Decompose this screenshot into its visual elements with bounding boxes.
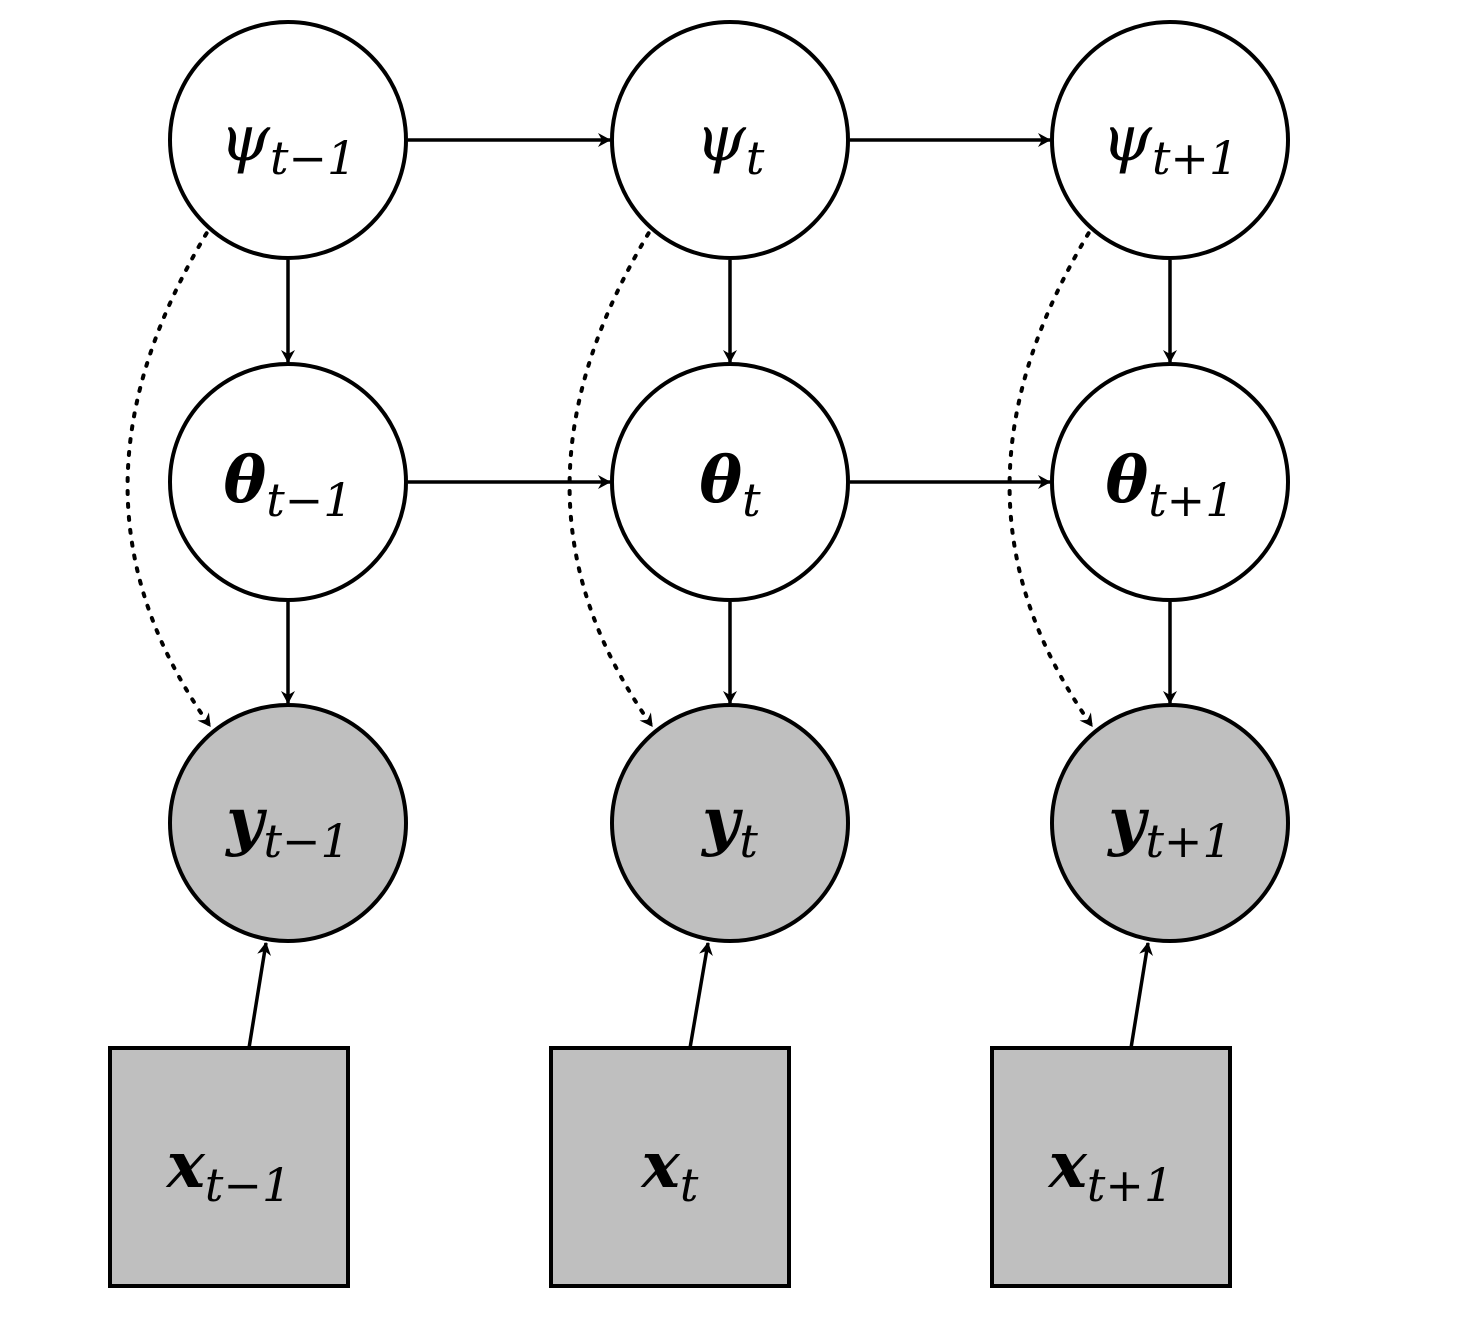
- dotted-edge-psi_tm1-to-y_tm1: [125, 231, 213, 729]
- node-label-y_t: yt: [700, 784, 758, 868]
- node-label-psi_tp1: ψt+1: [1102, 102, 1238, 185]
- node-label-x_t: xt: [640, 1128, 699, 1212]
- node-symbol-theta_tp1: θ: [1106, 443, 1149, 518]
- node-symbol-psi_tp1: ψ: [1102, 102, 1153, 176]
- dotted-edge-psi_t-to-y_t: [567, 231, 655, 729]
- node-circle-theta_t: [610, 362, 850, 602]
- node-circle-y_tm1: [168, 703, 408, 943]
- node-subscript-x_t: t: [680, 1158, 699, 1212]
- node-label-psi_tm1: ψt−1: [220, 102, 356, 185]
- node-square-x_tm1: [108, 1046, 350, 1288]
- node-subscript-y_t: t: [739, 814, 758, 868]
- node-label-theta_tm1: θt−1: [224, 443, 353, 527]
- node-y_tp1: yt+1: [1050, 703, 1290, 943]
- node-subscript-y_tp1: t+1: [1145, 814, 1231, 868]
- node-subscript-psi_tm1: t−1: [270, 131, 356, 185]
- node-theta_tp1: θt+1: [1050, 362, 1290, 602]
- node-label-theta_t: θt: [699, 443, 761, 527]
- node-circle-psi_tp1: [1050, 20, 1290, 260]
- node-symbol-psi_tm1: ψ: [220, 102, 271, 176]
- node-symbol-y_tp1: y: [1106, 784, 1149, 859]
- node-circle-psi_tm1: [168, 20, 408, 260]
- node-subscript-theta_t: t: [742, 473, 761, 527]
- edge-x_t-to-y_t: [688, 942, 713, 1049]
- node-subscript-theta_tm1: t−1: [266, 473, 352, 527]
- node-circle-theta_tm1: [168, 362, 408, 602]
- node-label-x_tp1: xt+1: [1047, 1128, 1173, 1212]
- node-symbol-x_tp1: x: [1047, 1128, 1088, 1203]
- node-symbol-y_tm1: y: [224, 784, 267, 859]
- node-psi_tp1: ψt+1: [1050, 20, 1290, 260]
- edge-x_tp1-to-y_tp1: [1129, 942, 1153, 1049]
- node-symbol-y_t: y: [700, 784, 743, 859]
- node-circle-theta_tp1: [1050, 362, 1290, 602]
- node-y_tm1: yt−1: [168, 703, 408, 943]
- node-label-x_tm1: xt−1: [165, 1128, 291, 1212]
- node-subscript-x_tp1: t+1: [1087, 1158, 1173, 1212]
- node-x_tm1: xt−1: [108, 1046, 350, 1288]
- node-theta_t: θt: [610, 362, 850, 602]
- node-square-x_tp1: [990, 1046, 1232, 1288]
- node-symbol-theta_t: θ: [699, 443, 742, 518]
- node-label-y_tp1: yt+1: [1106, 784, 1231, 868]
- node-label-psi_t: ψt: [696, 102, 765, 185]
- node-y_t: yt: [610, 703, 850, 943]
- node-x_t: xt: [549, 1046, 791, 1288]
- node-theta_tm1: θt−1: [168, 362, 408, 602]
- node-label-theta_tp1: θt+1: [1106, 443, 1235, 527]
- node-square-x_t: [549, 1046, 791, 1288]
- edges-layer: [125, 133, 1177, 1049]
- node-subscript-x_tm1: t−1: [205, 1158, 291, 1212]
- node-circle-y_tp1: [1050, 703, 1290, 943]
- node-subscript-psi_t: t: [746, 131, 765, 185]
- node-subscript-psi_tp1: t+1: [1152, 131, 1238, 185]
- node-circle-psi_t: [610, 20, 850, 260]
- node-symbol-x_tm1: x: [165, 1128, 206, 1203]
- edge-x_tm1-to-y_tm1: [247, 942, 271, 1049]
- node-symbol-psi_t: ψ: [696, 102, 747, 176]
- node-x_tp1: xt+1: [990, 1046, 1232, 1288]
- node-psi_t: ψt: [610, 20, 850, 260]
- node-symbol-theta_tm1: θ: [224, 443, 267, 518]
- node-symbol-x_t: x: [640, 1128, 681, 1203]
- node-subscript-y_tm1: t−1: [263, 814, 349, 868]
- node-subscript-theta_tp1: t+1: [1148, 473, 1234, 527]
- node-label-y_tm1: yt−1: [224, 784, 349, 868]
- node-circle-y_t: [610, 703, 850, 943]
- dotted-edge-psi_tp1-to-y_tp1: [1007, 231, 1095, 729]
- node-psi_tm1: ψt−1: [168, 20, 408, 260]
